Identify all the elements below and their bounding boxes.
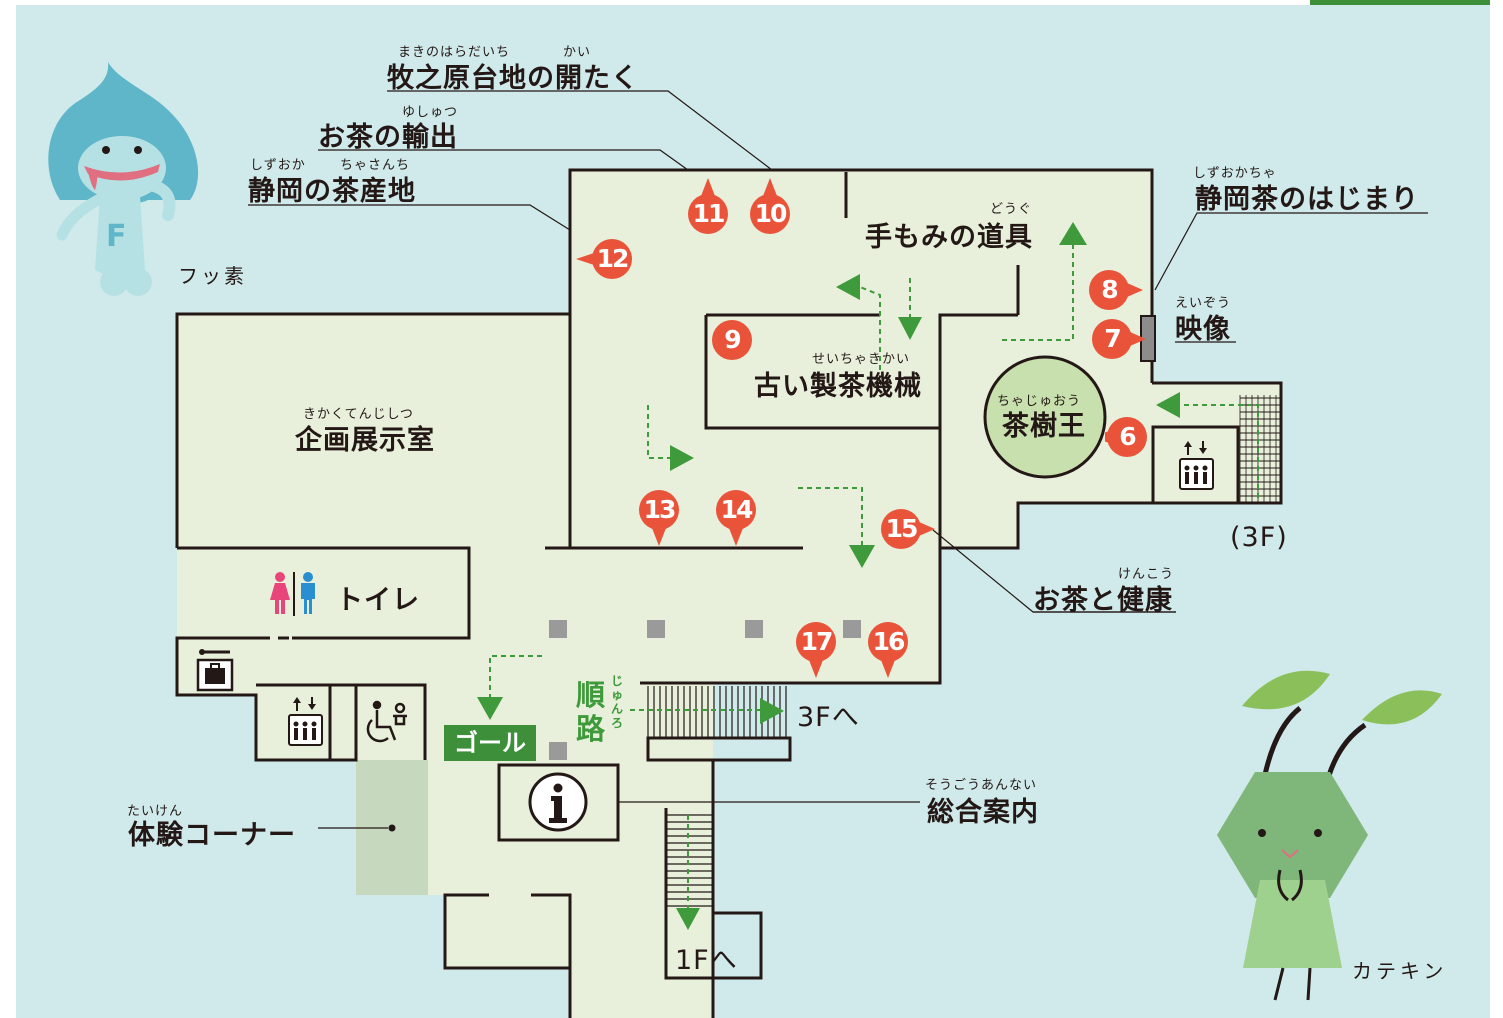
label-export-ruby: ゆしゅつ: [402, 105, 459, 120]
label-video: 映像: [1175, 314, 1231, 345]
route-arrows: [477, 222, 1180, 930]
label-tea-region: 静岡の茶産地: [248, 176, 416, 207]
label-exhibition-ruby: きかくてんじしつ: [303, 407, 414, 422]
label-catechin: カテキン: [1352, 959, 1448, 983]
elevator-icon: [1179, 441, 1214, 490]
label-origin: 静岡茶のはじまり: [1195, 184, 1419, 215]
route-text-2: 路: [576, 712, 606, 746]
label-health-ruby: けんこう: [1118, 567, 1175, 582]
marker-10[interactable]: 10: [748, 178, 792, 236]
label-tools-ruby: どうぐ: [990, 202, 1033, 217]
label-export: お茶の輸出: [318, 122, 458, 153]
marker-8[interactable]: 8: [1087, 268, 1143, 312]
label-region-ruby2: ちゃさんち: [340, 158, 411, 173]
label-to-3f: 3Fへ: [797, 702, 860, 733]
walls: [175, 168, 1283, 1018]
label-region-ruby: しずおか: [250, 158, 306, 173]
stairs-1f: [666, 814, 713, 907]
label-experience-ruby: たいけん: [127, 804, 184, 819]
marker-15[interactable]: 15: [879, 507, 935, 551]
marker-13[interactable]: 13: [637, 488, 681, 546]
marker-12[interactable]: 12: [576, 237, 634, 281]
label-machines-ruby: せいちゃきかい: [812, 352, 911, 367]
label-tools: 手もみの道具: [865, 222, 1033, 253]
label-king: 茶樹王: [1002, 411, 1086, 442]
label-exhibition: 企画展示室: [295, 425, 435, 456]
label-health: お茶と健康: [1033, 585, 1173, 616]
label-floor-3f: (3F): [1230, 522, 1288, 553]
info-icon: [528, 772, 588, 832]
label-info-ruby: そうごうあんない: [925, 778, 1038, 793]
female-icon: [270, 572, 290, 614]
label-to-1f: 1Fへ: [675, 945, 738, 976]
toilet-divider: [293, 572, 295, 616]
catechin-mascot: [1217, 670, 1442, 1001]
label-experience: 体験コーナー: [128, 820, 296, 851]
marker-7[interactable]: 7: [1090, 317, 1146, 361]
marker-6[interactable]: 6: [1105, 415, 1149, 459]
route-text-1: 順: [576, 678, 606, 712]
elevator-icon-2: [288, 697, 323, 746]
male-icon: [301, 572, 315, 614]
tea-king-circle: [983, 355, 1107, 479]
route-lines: [489, 245, 1259, 910]
label-machines: 古い製茶機械: [754, 371, 922, 402]
goal-label: ゴール: [444, 725, 536, 761]
fusso-mascot: F: [48, 62, 199, 296]
label-makinohara: 牧之原台地の開たく: [387, 63, 639, 94]
label-video-ruby: えいぞう: [1175, 296, 1232, 311]
label-origin-ruby: しずおかちゃ: [1193, 166, 1277, 181]
label-king-ruby: ちゃじゅおう: [997, 394, 1082, 409]
marker-14[interactable]: 14: [714, 488, 758, 546]
header-tab: [1310, 0, 1490, 5]
label-makinohara-ruby: まきのはらだいち: [398, 45, 511, 60]
leader-lines: [248, 90, 1428, 829]
svg-text:F: F: [106, 219, 127, 254]
route-ruby: じゅんろ: [611, 674, 624, 730]
experience-dot: [388, 824, 396, 832]
pillars: [549, 620, 861, 760]
label-makinohara-ruby2: かい: [563, 45, 592, 60]
marker-16[interactable]: 16: [866, 620, 910, 678]
locker-icon: [196, 649, 234, 692]
label-info: 総合案内: [927, 797, 1039, 828]
label-toilet: トイレ: [336, 585, 420, 616]
accessible-toilet-icon: [366, 700, 407, 743]
marker-11[interactable]: 11: [686, 178, 730, 236]
marker-9[interactable]: 9: [710, 318, 754, 362]
marker-17[interactable]: 17: [794, 620, 838, 678]
label-fusso: フッ素: [178, 264, 247, 288]
